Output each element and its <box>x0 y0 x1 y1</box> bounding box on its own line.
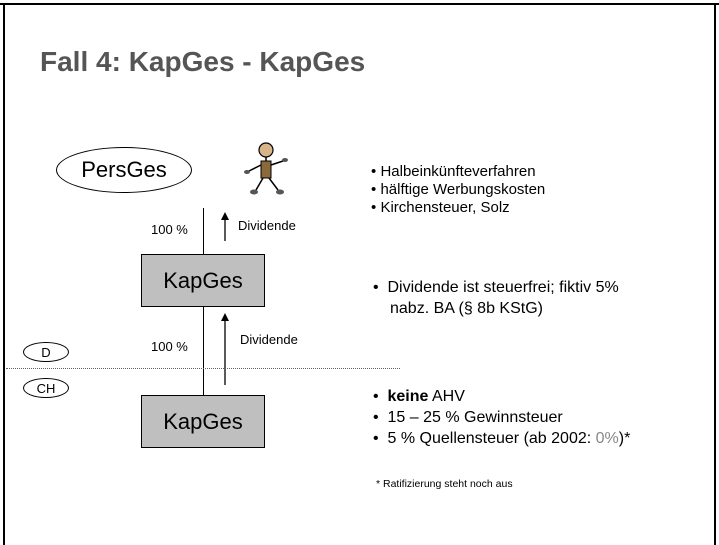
upper-share-label: 100 % <box>151 222 188 237</box>
upper-dividend-label: Dividende <box>238 218 296 233</box>
list-item: • 5 % Quellensteuer (ab 2002: 0%)* <box>373 430 631 447</box>
country-label-d: D <box>41 344 51 360</box>
list-item: • 15 – 25 % Gewinnsteuer <box>373 409 563 426</box>
list-item: • Dividende ist steuerfrei; fiktiv 5% <box>373 279 619 296</box>
lower-connector-line <box>203 307 204 395</box>
bottom-bullet-list: • keine AHV • 15 – 25 % Gewinnsteuer • 5… <box>373 386 630 449</box>
upper-dividend-arrow-icon <box>221 212 229 241</box>
kapges-label-germany: KapGes <box>163 267 243 293</box>
list-item: • keine AHV <box>373 388 465 405</box>
kapges-label-switzerland: KapGes <box>163 408 243 434</box>
slide-title: Fall 4: KapGes - KapGes <box>40 46 366 77</box>
kapges-box-germany: KapGes <box>141 254 265 307</box>
persges-label: PersGes <box>81 157 167 182</box>
country-label-ch: CH <box>36 380 56 396</box>
kapges-box-switzerland: KapGes <box>141 395 265 448</box>
list-item: • Kirchensteuer, Solz <box>371 199 510 216</box>
middle-bullet: • Dividende ist steuerfrei; fiktiv 5% na… <box>373 277 619 319</box>
country-border-line <box>6 368 400 369</box>
frame-top-border <box>0 3 719 5</box>
frame-left-border <box>3 3 5 545</box>
person-figure-icon <box>244 142 288 195</box>
persges-oval: PersGes <box>56 147 192 193</box>
list-item: • hälftige Werbungskosten <box>371 181 546 198</box>
lower-share-label: 100 % <box>151 339 188 354</box>
upper-connector-line <box>203 208 204 254</box>
list-item: • Halbeinkünfteverfahren <box>371 163 536 180</box>
country-oval-d: D <box>23 342 69 362</box>
top-bullet-list: • Halbeinkünfteverfahren • hälftige Werb… <box>371 163 545 217</box>
frame-right-border <box>714 3 716 545</box>
list-item-continuation: nabz. BA (§ 8b KStG) <box>390 300 543 317</box>
lower-dividend-label: Dividende <box>240 332 298 347</box>
country-oval-ch: CH <box>23 378 69 398</box>
lower-dividend-arrow-icon <box>221 313 229 385</box>
footnote: * Ratifizierung steht noch aus <box>376 478 513 490</box>
